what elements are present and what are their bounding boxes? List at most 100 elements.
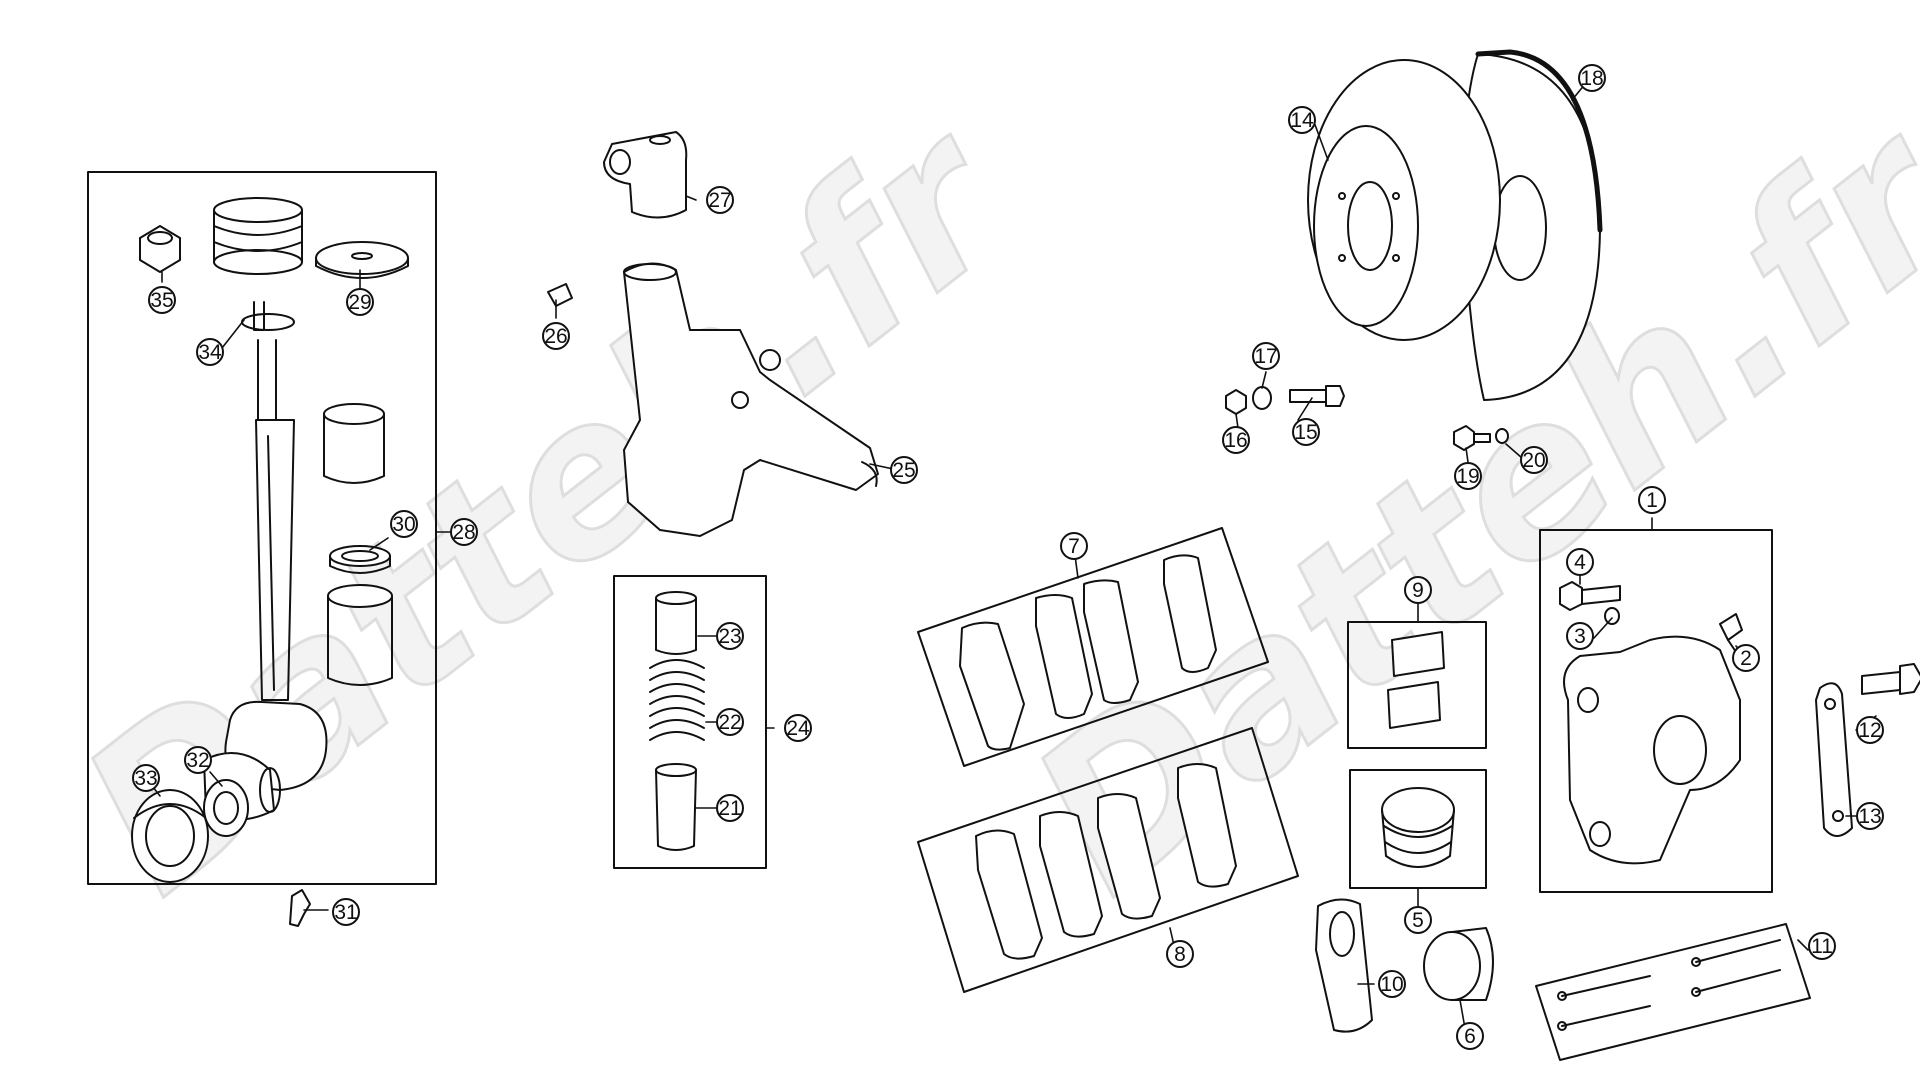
pad-set-upper bbox=[959, 554, 1217, 751]
callout-29: 29 bbox=[346, 288, 374, 316]
svg-text:29: 29 bbox=[348, 291, 371, 314]
retaining-pin-box bbox=[1535, 923, 1811, 1061]
callout-35: 35 bbox=[148, 286, 176, 314]
coil-spring-part bbox=[649, 659, 705, 741]
seal-ring-part bbox=[329, 545, 391, 574]
svg-text:34: 34 bbox=[198, 341, 222, 364]
callout-5: 5 bbox=[1404, 906, 1432, 934]
callout-9: 9 bbox=[1404, 576, 1432, 604]
svg-text:5: 5 bbox=[1412, 909, 1424, 932]
svg-text:13: 13 bbox=[1858, 805, 1881, 828]
svg-text:10: 10 bbox=[1380, 973, 1403, 996]
callout-22: 22 bbox=[716, 708, 744, 736]
svg-text:30: 30 bbox=[392, 513, 415, 536]
svg-text:9: 9 bbox=[1412, 579, 1424, 602]
callout-30: 30 bbox=[390, 510, 418, 538]
svg-text:8: 8 bbox=[1174, 943, 1186, 966]
steering-knuckle-part bbox=[623, 262, 879, 537]
upper-trunnion-part bbox=[603, 131, 688, 219]
anti-squeal-shim-part bbox=[1315, 898, 1373, 1033]
bush-upper-part bbox=[323, 403, 385, 484]
svg-text:17: 17 bbox=[1254, 345, 1277, 368]
callout-27: 27 bbox=[706, 186, 734, 214]
svg-text:24: 24 bbox=[786, 717, 810, 740]
pad-set-box-lower bbox=[917, 727, 1299, 993]
lock-plate-part bbox=[1815, 682, 1853, 837]
svg-text:22: 22 bbox=[718, 711, 741, 734]
callout-16: 16 bbox=[1222, 426, 1250, 454]
caliper-mount-bolt-part bbox=[1861, 663, 1920, 695]
callout-19: 19 bbox=[1454, 462, 1482, 490]
callout-24: 24 bbox=[784, 714, 812, 742]
svg-text:27: 27 bbox=[708, 189, 731, 212]
callout-26: 26 bbox=[542, 322, 570, 350]
callout-18: 18 bbox=[1578, 64, 1606, 92]
svg-text:33: 33 bbox=[134, 767, 157, 790]
caliper-bolt-part bbox=[1559, 581, 1621, 611]
clip-kit-box bbox=[1347, 621, 1487, 749]
disc-nut-part bbox=[1225, 389, 1247, 415]
sleeve-top-part bbox=[655, 591, 697, 655]
grease-nipple-upper-part bbox=[547, 283, 573, 307]
callout-2: 2 bbox=[1732, 644, 1760, 672]
disc-bolt-part bbox=[1289, 385, 1345, 407]
callout-25: 25 bbox=[890, 456, 918, 484]
svg-text:7: 7 bbox=[1068, 535, 1080, 558]
inner-sleeve-part bbox=[203, 779, 249, 837]
shield-washer-part bbox=[1495, 428, 1509, 444]
callout-34: 34 bbox=[196, 338, 224, 366]
kingpin-assembly-box bbox=[87, 171, 437, 885]
svg-text:3: 3 bbox=[1574, 625, 1586, 648]
callout-23: 23 bbox=[716, 622, 744, 650]
callout-3: 3 bbox=[1566, 622, 1594, 650]
svg-text:21: 21 bbox=[718, 797, 741, 820]
callout-15: 15 bbox=[1292, 418, 1320, 446]
brake-caliper-part bbox=[1563, 635, 1741, 865]
caliper-piston-part bbox=[1423, 927, 1494, 1001]
callout-6: 6 bbox=[1456, 1022, 1484, 1050]
svg-text:15: 15 bbox=[1294, 421, 1317, 444]
brake-disc-part bbox=[1307, 59, 1501, 341]
svg-text:6: 6 bbox=[1464, 1025, 1476, 1048]
svg-text:32: 32 bbox=[186, 749, 209, 772]
grease-seal-part bbox=[131, 789, 209, 883]
callout-11: 11 bbox=[1808, 932, 1836, 960]
spring-kit-box bbox=[613, 575, 767, 869]
callout-17: 17 bbox=[1252, 342, 1280, 370]
svg-text:25: 25 bbox=[892, 459, 915, 482]
svg-text:28: 28 bbox=[452, 521, 475, 544]
callout-31: 31 bbox=[332, 898, 360, 926]
callout-13: 13 bbox=[1856, 802, 1884, 830]
callout-7: 7 bbox=[1060, 532, 1088, 560]
sleeve-bottom-part bbox=[655, 763, 697, 851]
svg-text:18: 18 bbox=[1580, 67, 1603, 90]
bush-lower-part bbox=[327, 584, 393, 686]
shield-bolt-part bbox=[1453, 425, 1491, 451]
svg-text:31: 31 bbox=[334, 901, 357, 924]
caliper-box bbox=[1539, 529, 1773, 893]
grease-nipple-lower-part bbox=[289, 889, 311, 927]
pad-set-lower bbox=[975, 763, 1237, 960]
piston-seal-part bbox=[1381, 787, 1455, 868]
callout-12: 12 bbox=[1856, 716, 1884, 744]
svg-text:2: 2 bbox=[1740, 647, 1752, 670]
pad-set-box-upper bbox=[917, 527, 1269, 767]
callout-32: 32 bbox=[184, 746, 212, 774]
svg-text:14: 14 bbox=[1290, 109, 1314, 132]
svg-text:16: 16 bbox=[1224, 429, 1247, 452]
callout-8: 8 bbox=[1166, 940, 1194, 968]
retaining-pins-part bbox=[1557, 939, 1781, 1031]
svg-text:35: 35 bbox=[150, 289, 173, 312]
svg-text:23: 23 bbox=[718, 625, 741, 648]
pad-clip-pair-part bbox=[1387, 631, 1445, 729]
rubber-bellows-part bbox=[213, 197, 303, 275]
callout-28: 28 bbox=[450, 518, 478, 546]
svg-text:4: 4 bbox=[1574, 551, 1586, 574]
svg-text:1: 1 bbox=[1646, 489, 1658, 512]
callout-4: 4 bbox=[1566, 548, 1594, 576]
callout-21: 21 bbox=[716, 794, 744, 822]
callout-20: 20 bbox=[1520, 446, 1548, 474]
callout-10: 10 bbox=[1378, 970, 1406, 998]
svg-text:26: 26 bbox=[544, 325, 567, 348]
